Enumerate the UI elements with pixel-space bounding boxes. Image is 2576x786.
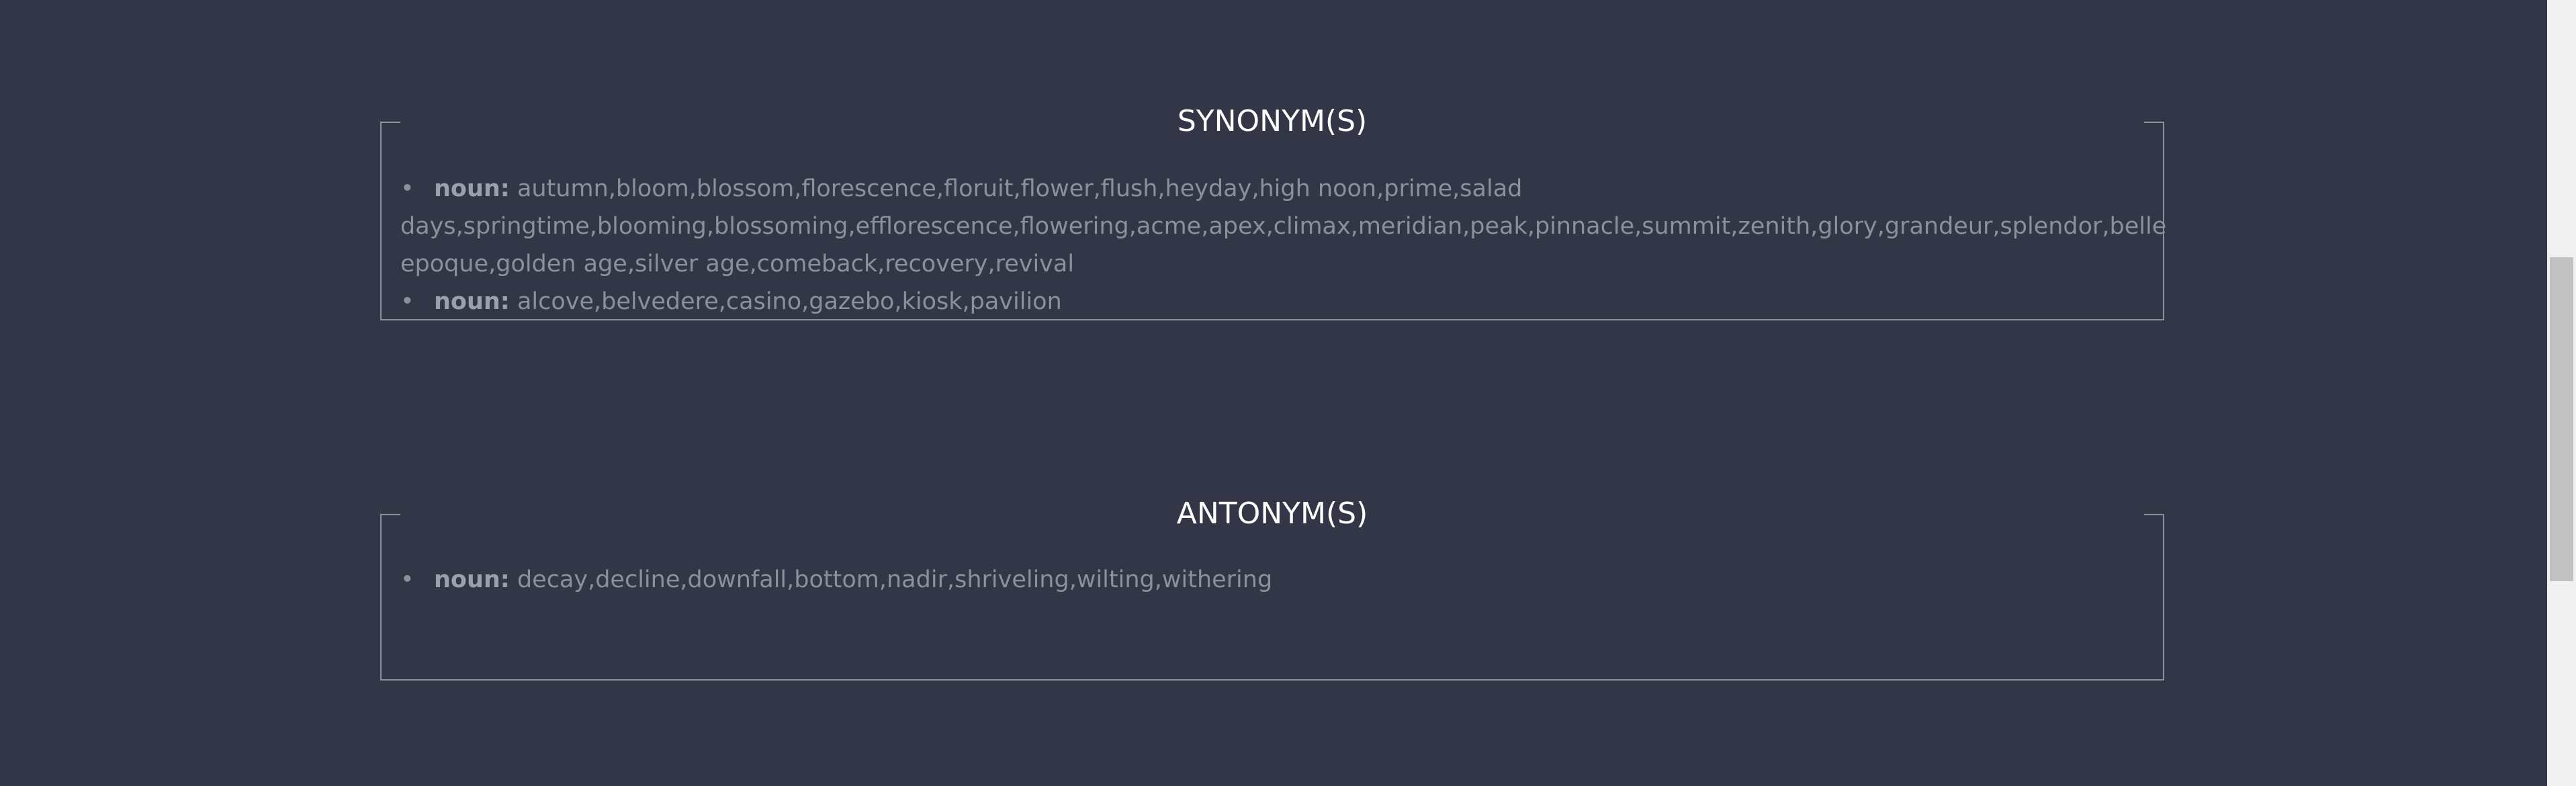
scrollbar-thumb[interactable]	[2550, 257, 2573, 581]
synonym-entry: • noun: autumn,bloom,blossom,florescence,…	[400, 170, 2166, 283]
bullet-icon: •	[400, 288, 414, 315]
antonym-entry: • noun: decay,decline,downfall,bottom,nad…	[400, 561, 2144, 599]
vertical-scrollbar[interactable]	[2547, 0, 2576, 786]
synonym-words: autumn,bloom,blossom,florescence,floruit…	[400, 175, 2167, 277]
synonyms-title: SYNONYM(S)	[1177, 104, 1368, 138]
part-of-speech: noun:	[434, 566, 510, 593]
bullet-icon: •	[400, 175, 414, 202]
synonyms-list: • noun: autumn,bloom,blossom,florescence,…	[400, 170, 2166, 320]
antonyms-list: • noun: decay,decline,downfall,bottom,nad…	[400, 561, 2144, 599]
antonym-words: decay,decline,downfall,bottom,nadir,shri…	[517, 566, 1273, 593]
synonyms-section: SYNONYM(S) • noun: autumn,bloom,blossom,f…	[380, 104, 2166, 320]
part-of-speech: noun:	[434, 288, 510, 315]
bullet-icon: •	[400, 566, 414, 593]
synonym-entry: • noun: alcove,belvedere,casino,gazebo,ki…	[400, 283, 2144, 320]
part-of-speech: noun:	[434, 175, 510, 202]
antonyms-section: ANTONYM(S) • noun: decay,decline,downfall…	[380, 496, 2164, 681]
synonym-words: alcove,belvedere,casino,gazebo,kiosk,pav…	[517, 288, 1062, 315]
antonyms-title: ANTONYM(S)	[1176, 496, 1368, 531]
